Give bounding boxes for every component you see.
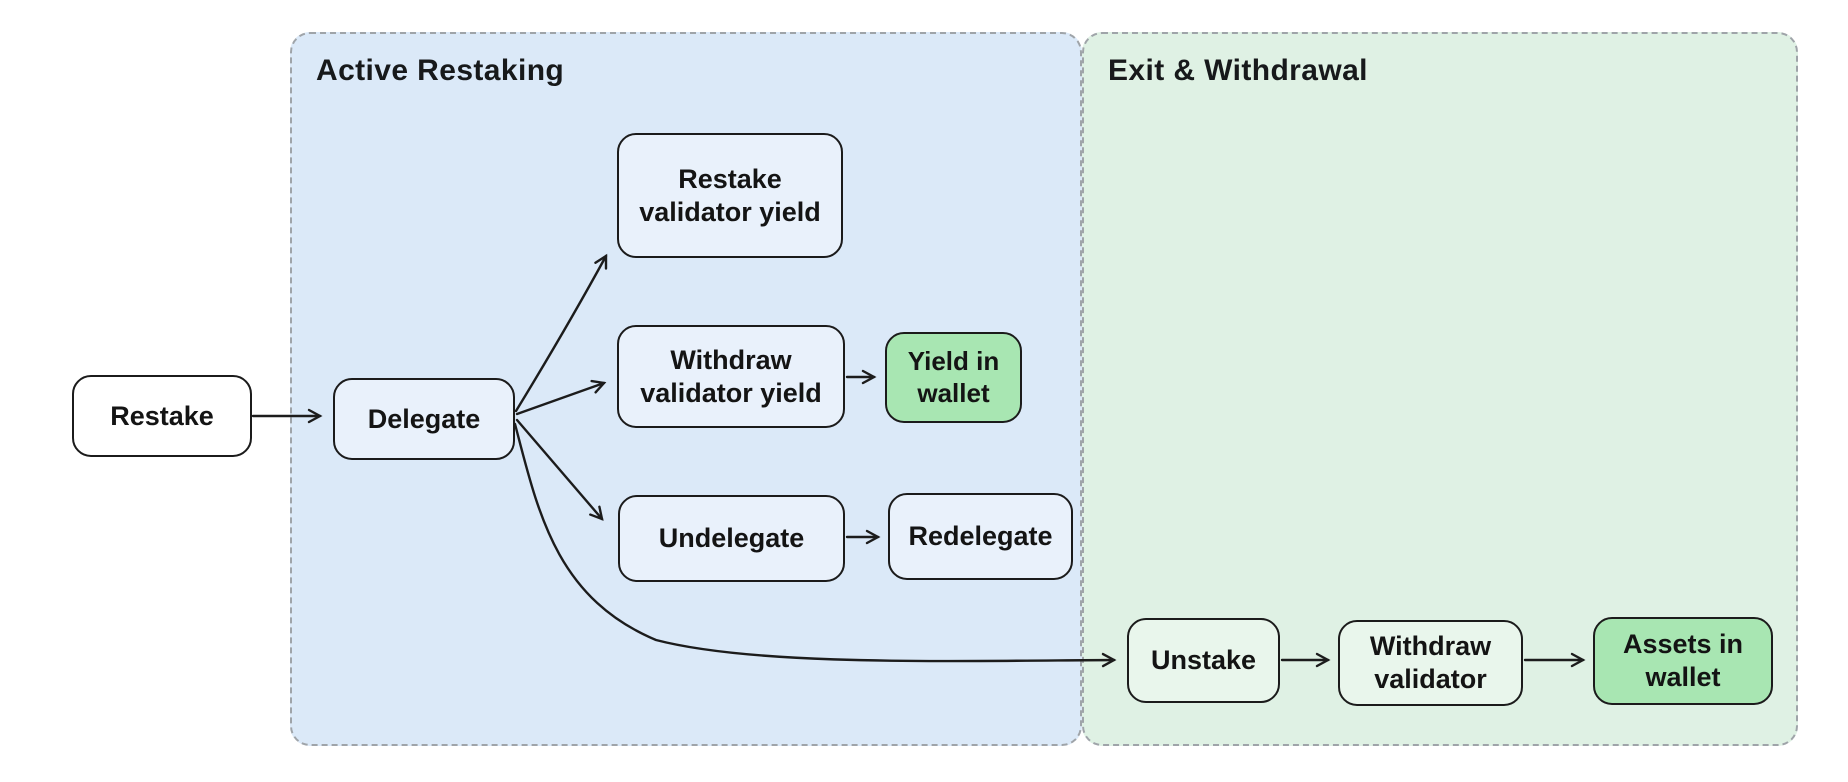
node-restake: Restake	[72, 375, 252, 457]
node-unstake: Unstake	[1127, 618, 1280, 703]
node-redelegate: Redelegate	[888, 493, 1073, 580]
node-withdraw-validator-yield: Withdraw validator yield	[617, 325, 845, 428]
node-undelegate: Undelegate	[618, 495, 845, 582]
node-delegate: Delegate	[333, 378, 515, 460]
node-restake-validator-yield: Restake validator yield	[617, 133, 843, 258]
region-exit-withdrawal-title: Exit & Withdrawal	[1108, 54, 1368, 87]
node-withdraw-validator: Withdraw validator	[1338, 620, 1523, 706]
node-assets-in-wallet: Assets in wallet	[1593, 617, 1773, 705]
node-yield-in-wallet: Yield in wallet	[885, 332, 1022, 423]
region-active-restaking-title: Active Restaking	[316, 54, 565, 87]
